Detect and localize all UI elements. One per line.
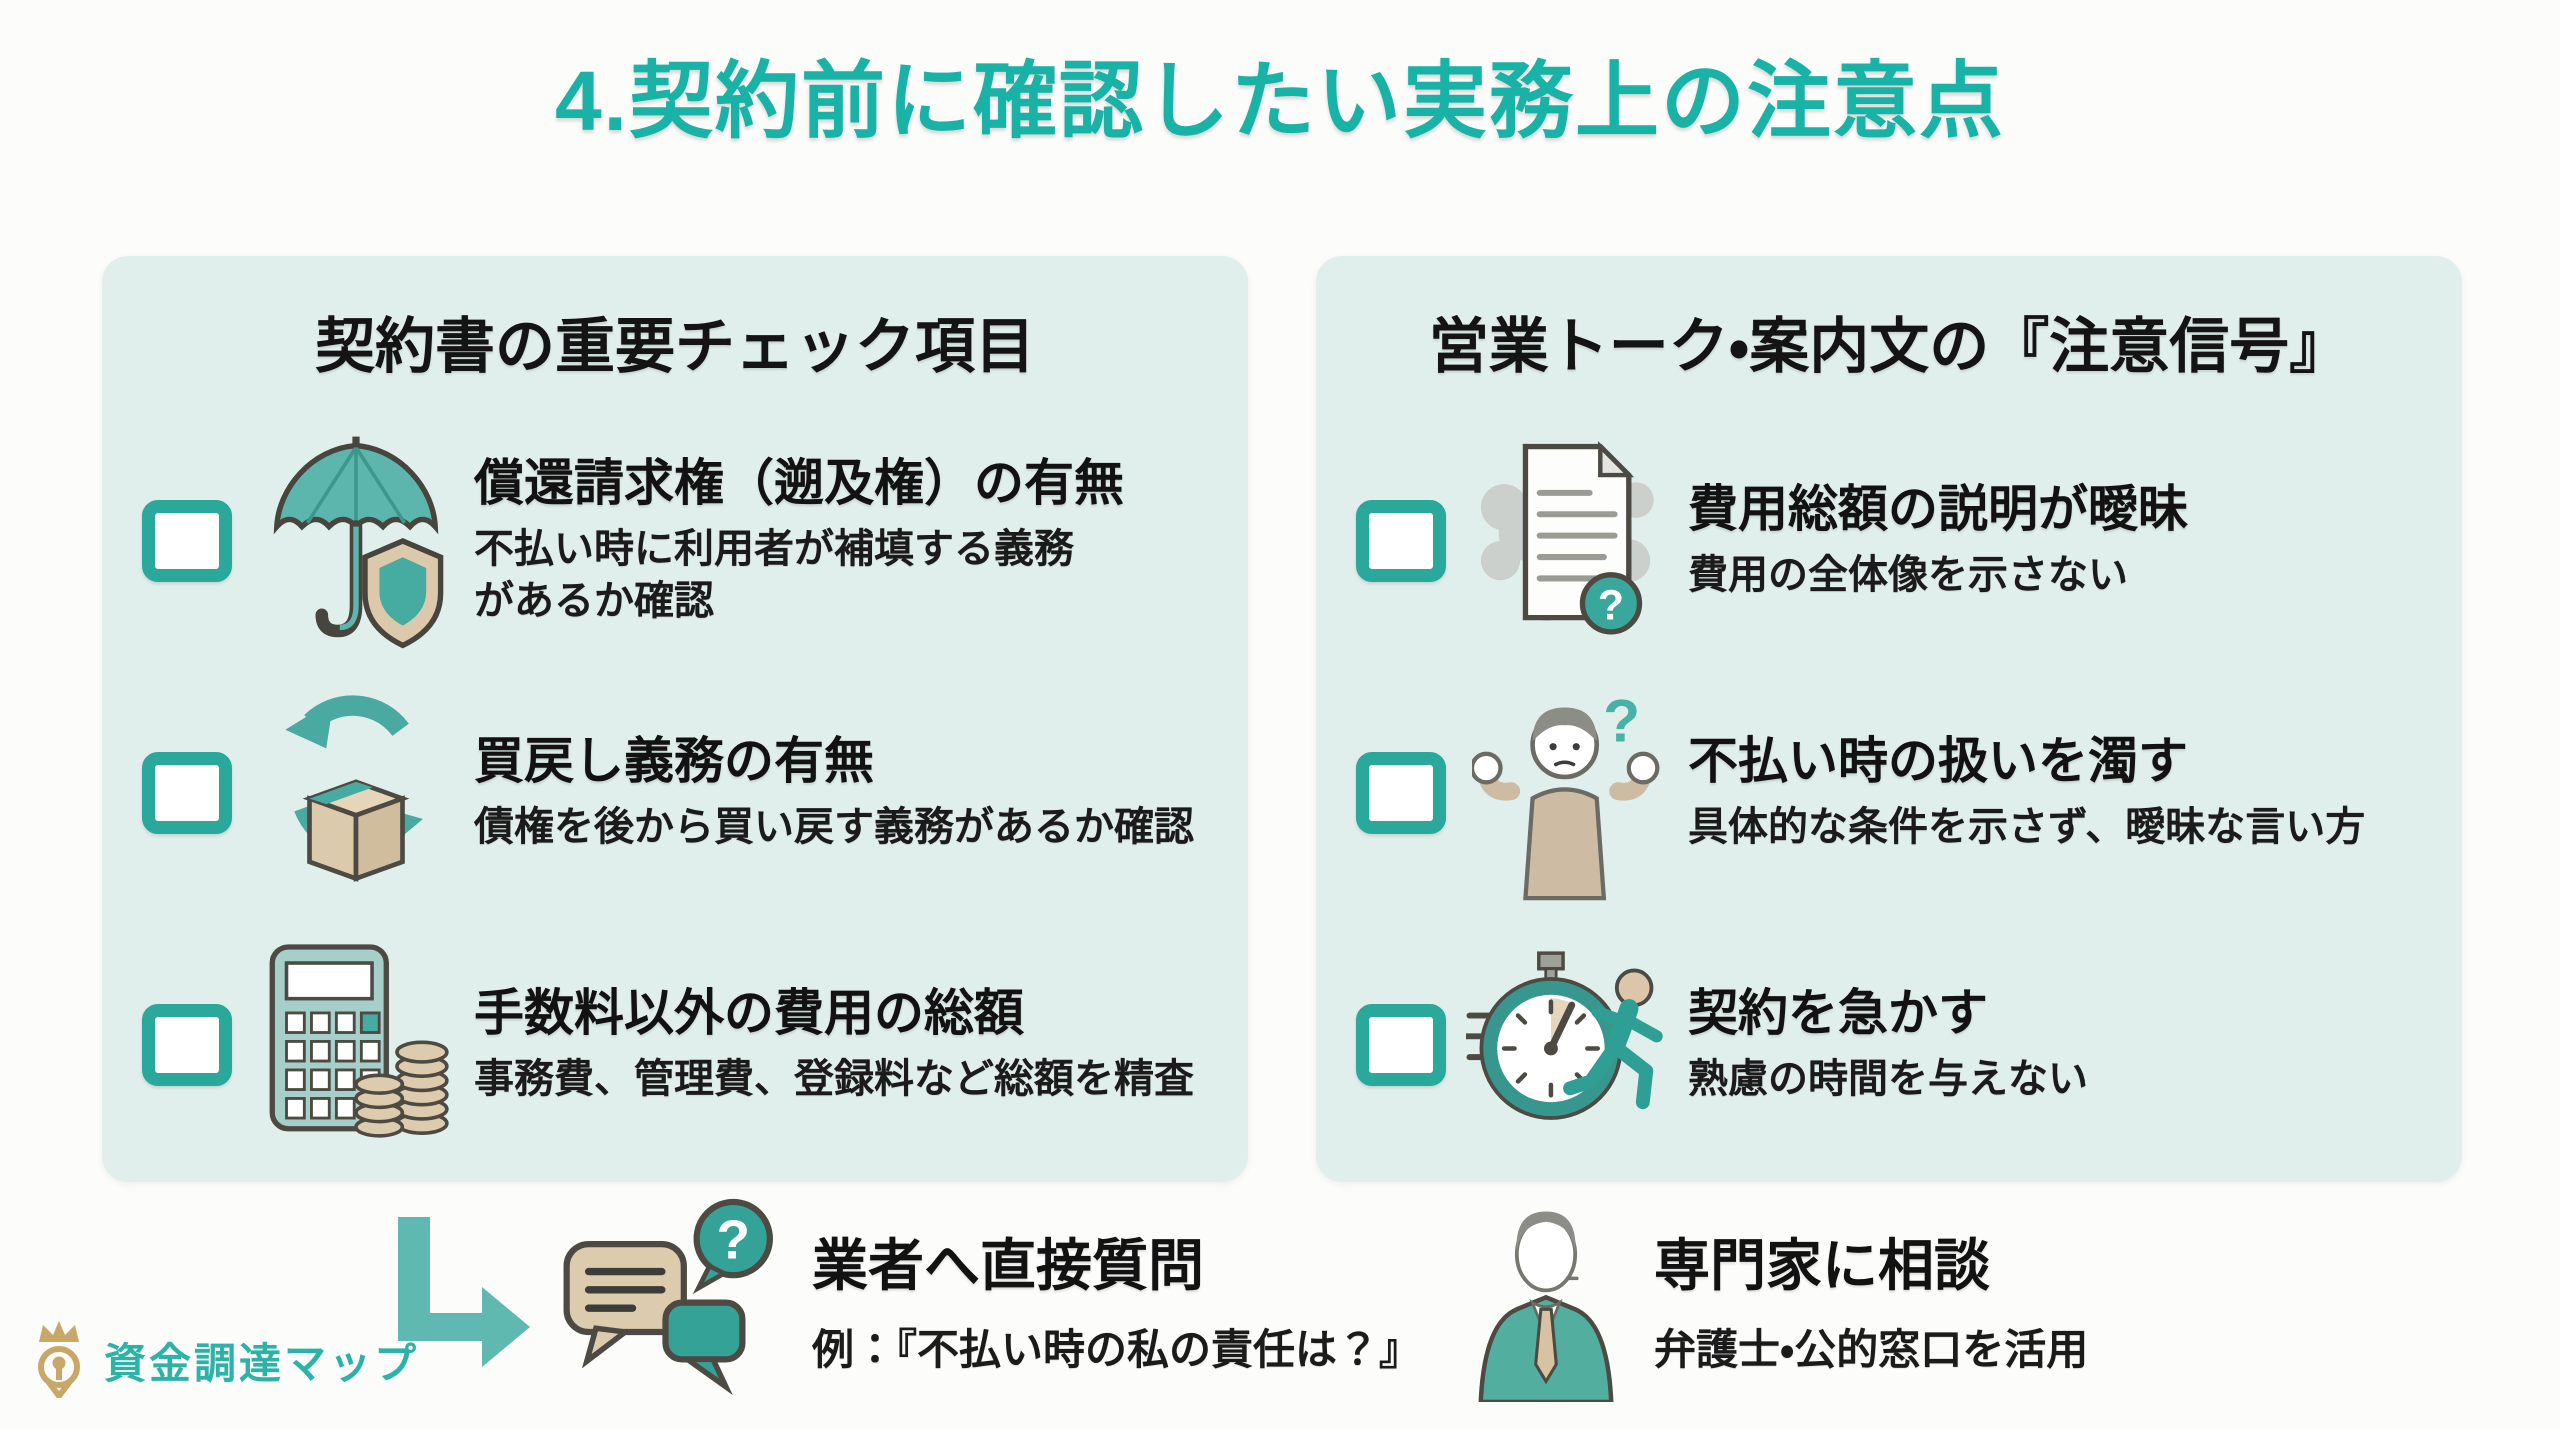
panel-contract-checklist: 契約書の重要チェック項目 xyxy=(102,256,1248,1182)
checkbox[interactable] xyxy=(142,1004,232,1086)
brand-logo: 資金調達マップ xyxy=(26,1318,419,1403)
item-title: 契約を急かす xyxy=(1688,985,1988,1041)
panel-heading-right: 営業トーク・案内文の『注意信号』 xyxy=(1428,313,2350,380)
footer-action-ask-provider: ? 業者へ直接質問 例：『不払い時の私の責任は？』 xyxy=(386,1196,1421,1402)
item-title: 不払い時の扱いを濁す xyxy=(1688,733,2188,789)
brand-logo-text: 資金調達マップ xyxy=(104,1340,420,1387)
footer-desc: 弁護士・公的窓口を活用 xyxy=(1654,1326,2089,1373)
item-desc: 事務費、管理費、登録料など総額を精査 xyxy=(474,1057,1194,1101)
svg-text:?: ? xyxy=(1598,581,1624,629)
question-chat-icon: ? xyxy=(552,1196,790,1402)
item-title: 手数料以外の費用の総額 xyxy=(474,985,1024,1041)
item-text: 手数料以外の費用の総額 事務費、管理費、登録料など総額を精査 xyxy=(474,985,1214,1105)
list-item: 償還請求権（遡及権）の有無 不払い時に利用者が補填する義務 があるか確認 xyxy=(102,415,1248,667)
item-text: 買戻し義務の有無 債権を後から買い戻す義務があるか確認 xyxy=(474,733,1214,853)
bent-arrow-icon xyxy=(386,1213,536,1386)
list-item: ? 不払い時の扱いを濁す 具体的な条件を示さず、曖昧な言い方 xyxy=(1316,667,2462,919)
checkbox[interactable] xyxy=(1356,500,1446,582)
list-item: ? 費用総額の説明が曖昧 費用の全体像を示さない xyxy=(1316,415,2462,667)
footer-action-consult-expert: 専門家に相談 弁護士・公的窓口を活用 xyxy=(1460,1196,2088,1402)
crown-pin-icon xyxy=(26,1318,92,1403)
shrugging-person-icon: ? xyxy=(1466,675,1674,911)
item-text: 契約を急かす 熟慮の時間を与えない xyxy=(1688,985,2108,1105)
checkbox[interactable] xyxy=(142,500,232,582)
item-desc: 不払い時に利用者が補填する義務 があるか確認 xyxy=(474,527,1074,623)
checkbox[interactable] xyxy=(1356,752,1446,834)
item-text: 不払い時の扱いを濁す 具体的な条件を示さず、曖昧な言い方 xyxy=(1688,733,2385,853)
footer-desc: 例：『不払い時の私の責任は？』 xyxy=(812,1326,1422,1373)
footer-text: 専門家に相談 弁護士・公的窓口を活用 xyxy=(1654,1221,2088,1377)
item-text: 費用総額の説明が曖昧 費用の全体像を示さない xyxy=(1688,481,2208,601)
footer-title: 専門家に相談 xyxy=(1654,1234,1990,1297)
list-item: 手数料以外の費用の総額 事務費、管理費、登録料など総額を精査 xyxy=(102,919,1248,1171)
footer-title: 業者へ直接質問 xyxy=(812,1234,1204,1297)
panel-warning-signals: 営業トーク・案内文の『注意信号』 xyxy=(1316,256,2462,1182)
item-desc: 具体的な条件を示さず、曖昧な言い方 xyxy=(1688,805,2366,849)
item-title: 買戻し義務の有無 xyxy=(474,733,874,789)
item-title: 費用総額の説明が曖昧 xyxy=(1688,481,2188,537)
stopwatch-runner-icon xyxy=(1466,927,1674,1163)
panel-heading-left: 契約書の重要チェック項目 xyxy=(315,313,1035,380)
svg-text:?: ? xyxy=(1603,686,1640,754)
item-desc: 熟慮の時間を与えない xyxy=(1688,1057,2088,1101)
umbrella-shield-icon xyxy=(252,423,460,659)
list-item: 買戻し義務の有無 債権を後から買い戻す義務があるか確認 xyxy=(102,667,1248,919)
item-desc: 債権を後から買い戻す義務があるか確認 xyxy=(474,805,1194,849)
checklist-left: 償還請求権（遡及権）の有無 不払い時に利用者が補填する義務 があるか確認 xyxy=(102,415,1248,1171)
page-title: 4.契約前に確認したい実務上の注意点 xyxy=(554,54,2006,148)
checklist-right: ? 費用総額の説明が曖昧 費用の全体像を示さない ? xyxy=(1316,415,2462,1171)
list-item: 契約を急かす 熟慮の時間を与えない xyxy=(1316,919,2462,1171)
item-desc: 費用の全体像を示さない xyxy=(1688,553,2128,597)
consultant-person-icon xyxy=(1460,1196,1632,1402)
footer-text: 業者へ直接質問 例：『不払い時の私の責任は？』 xyxy=(812,1221,1421,1377)
item-title: 償還請求権（遡及権）の有無 xyxy=(474,455,1124,511)
buyback-cycle-box-icon xyxy=(252,675,460,911)
vague-document-icon: ? xyxy=(1466,423,1674,659)
checkbox[interactable] xyxy=(142,752,232,834)
item-text: 償還請求権（遡及権）の有無 不払い時に利用者が補填する義務 があるか確認 xyxy=(474,455,1144,627)
calculator-coins-icon xyxy=(252,927,460,1163)
checkbox[interactable] xyxy=(1356,1004,1446,1086)
svg-text:?: ? xyxy=(716,1209,750,1271)
